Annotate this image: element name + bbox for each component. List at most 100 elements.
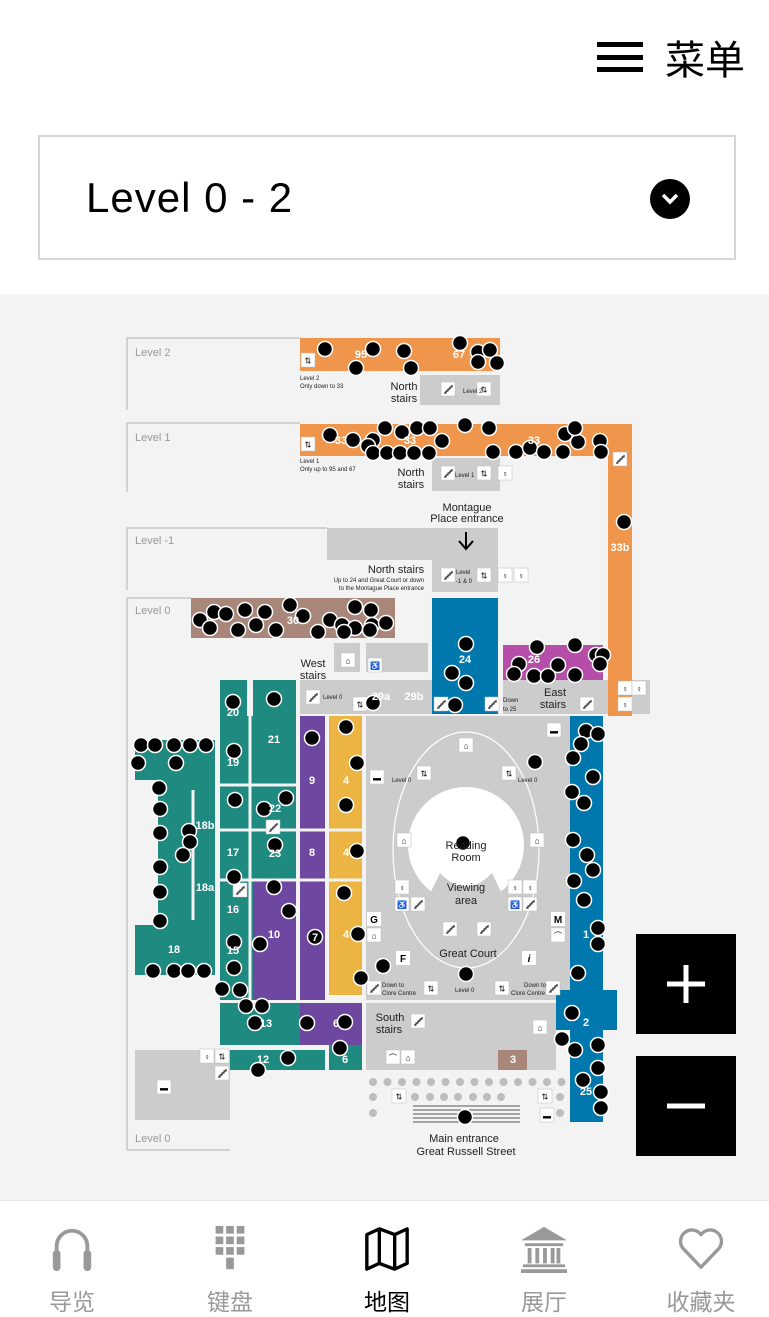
object-marker[interactable] [165,962,183,980]
object-marker[interactable] [294,607,312,625]
object-marker[interactable] [246,1014,264,1032]
object-marker[interactable] [309,623,327,641]
object-marker[interactable] [457,635,475,653]
object-marker[interactable] [575,794,593,812]
nav-galleries[interactable]: 展厅 [474,1201,614,1317]
object-marker[interactable] [229,621,247,639]
zoom-out-button[interactable] [636,1056,736,1156]
object-marker[interactable] [539,667,557,685]
object-marker[interactable] [393,423,411,441]
object-marker[interactable] [592,1099,610,1117]
object-marker[interactable] [167,754,185,772]
object-marker[interactable] [249,1061,267,1079]
object-marker[interactable] [146,736,164,754]
object-marker[interactable] [151,800,169,818]
object-marker[interactable] [348,842,366,860]
object-marker[interactable] [589,935,607,953]
object-marker[interactable] [179,962,197,980]
object-marker[interactable] [420,444,438,462]
object-marker[interactable] [195,962,213,980]
object-marker[interactable] [591,655,609,673]
object-marker[interactable] [255,800,273,818]
object-marker[interactable] [337,718,355,736]
object-marker[interactable] [526,753,544,771]
object-marker[interactable] [565,872,583,890]
object-marker[interactable] [454,834,472,852]
object-marker[interactable] [348,754,366,772]
object-marker[interactable] [451,334,469,352]
object-marker[interactable] [346,598,364,616]
object-marker[interactable] [563,783,581,801]
object-marker[interactable] [566,666,584,684]
object-marker[interactable] [566,1041,584,1059]
object-marker[interactable] [589,1036,607,1054]
object-marker[interactable] [265,878,283,896]
object-marker[interactable] [352,969,370,987]
object-marker[interactable] [592,443,610,461]
object-marker[interactable] [374,957,392,975]
object-marker[interactable] [151,912,169,930]
object-marker[interactable] [377,614,395,632]
object-marker[interactable] [225,742,243,760]
object-marker[interactable] [433,432,451,450]
object-marker[interactable] [335,884,353,902]
object-marker[interactable] [280,902,298,920]
object-marker[interactable] [344,431,362,449]
nav-keypad[interactable]: 键盘 [160,1201,300,1317]
object-marker[interactable] [174,846,192,864]
object-marker[interactable] [528,638,546,656]
object-marker[interactable] [584,768,602,786]
object-marker[interactable] [362,601,380,619]
nav-tour[interactable]: 导览 [2,1201,142,1317]
object-marker[interactable] [197,736,215,754]
object-marker[interactable] [456,416,474,434]
object-marker[interactable] [316,340,334,358]
object-marker[interactable] [589,1059,607,1077]
object-marker[interactable] [335,623,353,641]
object-marker[interactable] [165,736,183,754]
object-marker[interactable] [226,791,244,809]
object-marker[interactable] [349,925,367,943]
object-marker[interactable] [584,861,602,879]
object-marker[interactable] [553,1030,571,1048]
object-marker[interactable] [237,997,255,1015]
object-marker[interactable] [615,513,633,531]
object-marker[interactable] [267,621,285,639]
object-marker[interactable] [484,443,502,461]
zoom-in-button[interactable] [636,934,736,1034]
object-marker[interactable] [231,981,249,999]
object-marker[interactable] [265,690,283,708]
nav-map[interactable]: 地图 [317,1201,457,1317]
museum-map[interactable]: Level 2 Level 1 Level -1 Level 0 Level 0 [0,294,769,1200]
object-marker[interactable] [364,694,382,712]
object-marker[interactable] [132,736,150,754]
object-marker[interactable] [281,596,299,614]
object-marker[interactable] [151,883,169,901]
object-marker[interactable] [395,342,413,360]
object-marker[interactable] [253,997,271,1015]
object-marker[interactable] [279,1049,297,1067]
object-marker[interactable] [421,419,439,437]
object-marker[interactable] [572,735,590,753]
nav-favorites[interactable]: 收藏夹 [631,1201,769,1317]
object-marker[interactable] [364,340,382,358]
object-marker[interactable] [507,443,525,461]
object-marker[interactable] [481,341,499,359]
object-marker[interactable] [457,674,475,692]
object-marker[interactable] [144,962,162,980]
object-marker[interactable] [303,729,321,747]
object-marker[interactable] [578,846,596,864]
object-marker[interactable] [589,919,607,937]
object-marker[interactable] [469,353,487,371]
object-marker[interactable] [456,1108,474,1126]
object-marker[interactable] [592,1083,610,1101]
object-marker[interactable] [457,965,475,983]
level-select[interactable]: Level 0 - 2 [38,135,736,260]
object-marker[interactable] [564,831,582,849]
object-marker[interactable] [525,667,543,685]
object-marker[interactable] [298,1014,316,1032]
object-marker[interactable] [480,419,498,437]
object-marker[interactable] [129,754,147,772]
object-marker[interactable] [224,693,242,711]
object-marker[interactable] [405,444,423,462]
